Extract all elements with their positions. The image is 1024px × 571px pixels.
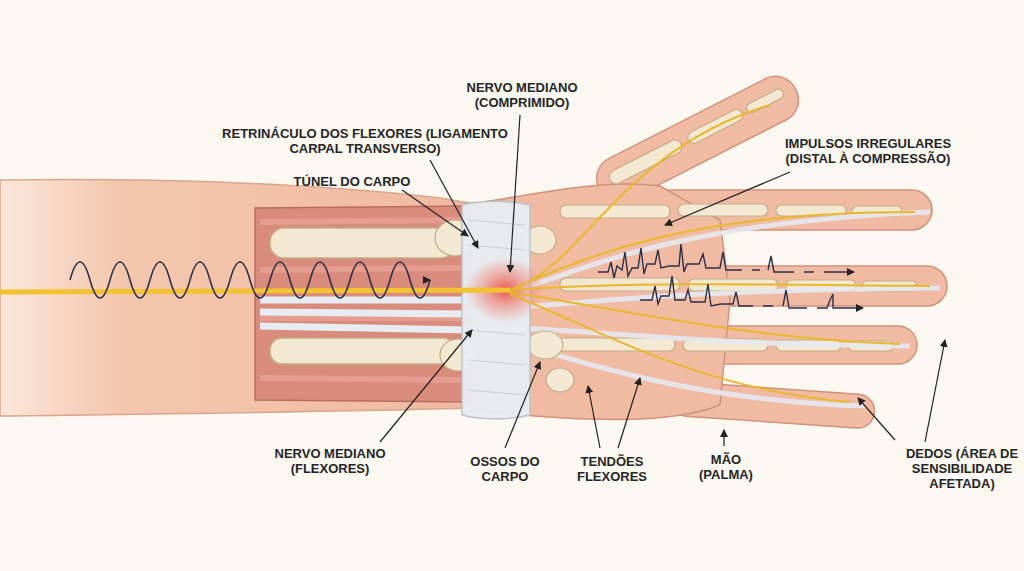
flexor-tendons (260, 300, 470, 330)
part-label: RETRINÁCULO DOS FLEXORES (LIGAMENTO CARP… (220, 126, 510, 156)
part-label: TÚNEL DO CARPO (282, 174, 422, 189)
part-label: NERVO MEDIANO (FLEXORES) (255, 446, 405, 476)
part-label: IMPULSOS IRREGULARES (DISTAL À COMPRESSÃ… (768, 136, 968, 166)
part-label: OSSOS DO CARPO (465, 454, 545, 484)
normal-impulse (70, 262, 430, 298)
part-label: DEDOS (ÁREA DE SENSIBILIDADE AFETADA) (904, 446, 1020, 491)
forearm-skin (0, 180, 475, 416)
part-label: MÃO (PALMA) (696, 452, 756, 482)
part-label: NERVO MEDIANO (COMPRIMIDO) (452, 80, 592, 110)
irregular-impulse (598, 244, 854, 278)
part-label: TENDÕES FLEXORES (567, 454, 657, 484)
hand (470, 69, 947, 430)
irregular-impulse (640, 276, 863, 308)
median-nerve (0, 290, 510, 292)
ulna-bone (270, 338, 455, 364)
radius-bone (270, 228, 455, 258)
hand-tendons (470, 212, 940, 406)
